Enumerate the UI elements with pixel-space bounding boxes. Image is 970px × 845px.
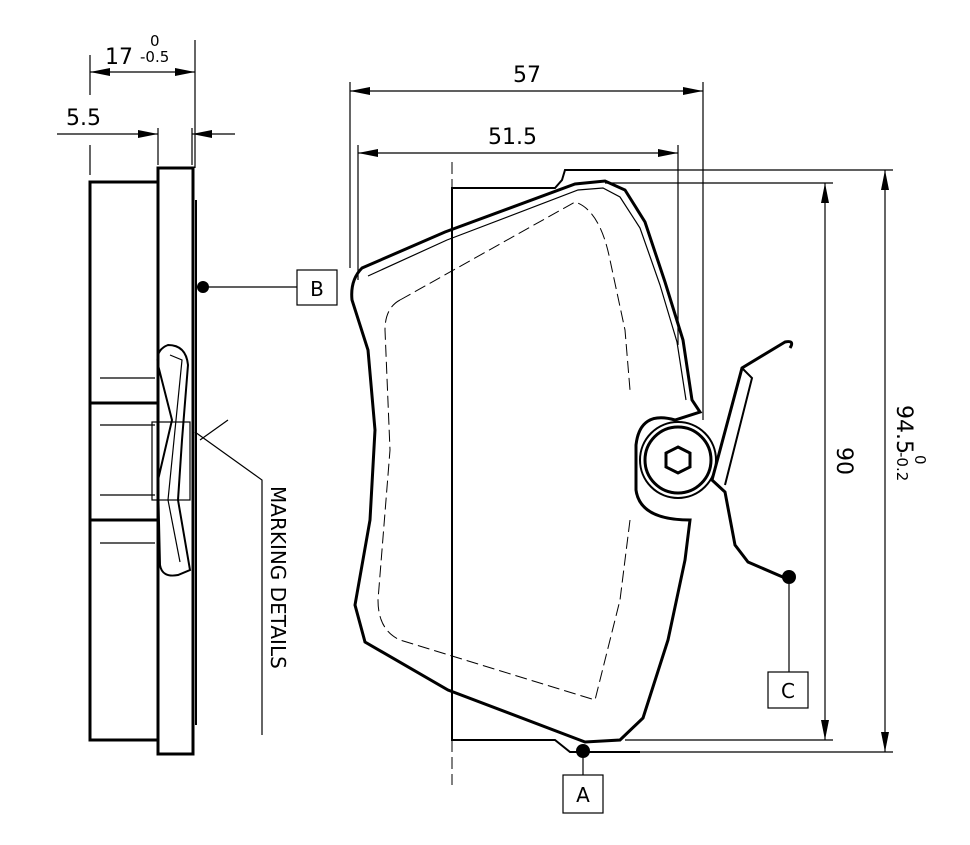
marker-a: A (562, 774, 604, 814)
width-57-dimension: 57 (349, 63, 704, 420)
lug (639, 421, 717, 499)
svg-text:A: A (576, 783, 590, 807)
backing-plate-outline (451, 169, 640, 740)
svg-text:C: C (781, 679, 795, 703)
svg-text:5.5: 5.5 (66, 106, 101, 131)
friction-material-side (88, 180, 160, 742)
marker-c: C (767, 671, 809, 709)
backing-plate-side (156, 166, 195, 756)
svg-text:0: 0 (911, 455, 929, 465)
pad-outline (350, 179, 703, 744)
svg-text:-0.2: -0.2 (893, 452, 911, 481)
thickness-dimension: 17 0 -0.5 (89, 32, 196, 168)
clip-side (156, 343, 192, 577)
marking-leader-line (194, 431, 263, 735)
marker-b: B (296, 269, 338, 306)
height-94-5-dimension: 94.5 0 -0.2 (590, 169, 929, 753)
svg-text:51.5: 51.5 (488, 125, 537, 150)
marker-dot-c (782, 570, 796, 584)
marker-dot-b (197, 281, 209, 293)
svg-text:-0.5: -0.5 (140, 48, 169, 66)
width-51-5-dimension: 51.5 (357, 125, 679, 345)
height-90-dimension: 90 (605, 182, 856, 741)
svg-text:0: 0 (150, 32, 160, 50)
side-view (88, 166, 297, 756)
front-view (350, 162, 796, 785)
svg-text:17: 17 (105, 45, 133, 70)
hex-bolt-icon (664, 445, 692, 475)
marking-details-note: MARKING DETAILS (266, 486, 290, 669)
plate-thickness-dimension: 5.5 (57, 106, 235, 175)
svg-text:B: B (310, 277, 324, 301)
spring-clip (710, 340, 794, 580)
friction-area-dashed (399, 201, 631, 391)
svg-text:90: 90 (831, 447, 856, 475)
svg-text:94.5: 94.5 (891, 405, 916, 454)
marker-dot-a (576, 744, 590, 758)
svg-text:57: 57 (513, 63, 541, 88)
